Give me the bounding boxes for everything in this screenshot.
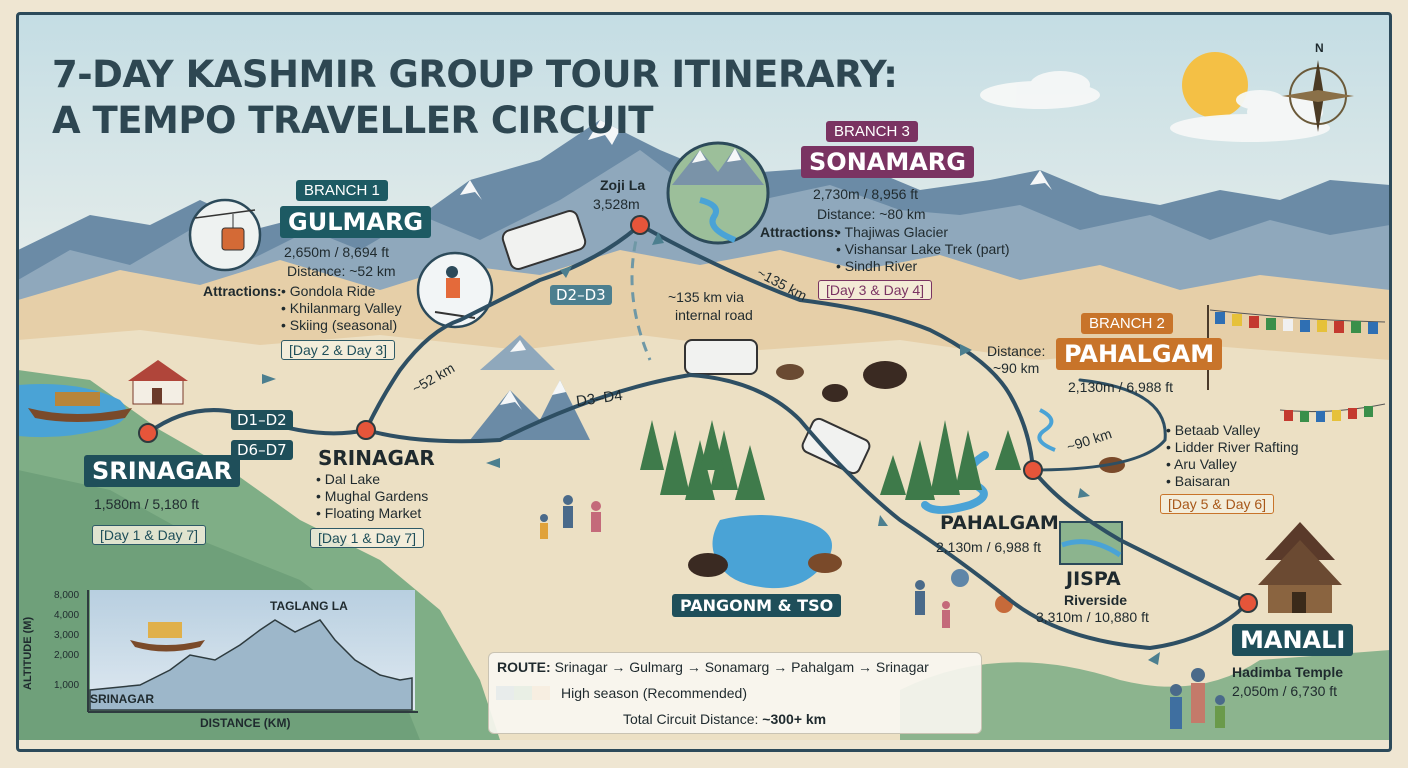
srinagar-hub-attractions: Dal Lake Mughal Gardens Floating Market xyxy=(316,471,429,522)
srinagar-attraction-1: Dal Lake xyxy=(316,471,428,488)
route-label-d6-d7: D6–D7 xyxy=(231,440,293,460)
pahalgam-name[interactable]: PAHALGAM xyxy=(940,512,1059,534)
sonamarg-attraction-2: Vishansar Lake Trek (part) xyxy=(836,241,1010,258)
srinagar-attraction-3: Floating Market xyxy=(316,505,428,522)
gulmarg-attraction-1: Gondola Ride xyxy=(281,283,402,300)
srinagar-start-name[interactable]: SRINAGAR xyxy=(84,455,241,487)
pahalgam-attraction-3: Aru Valley xyxy=(1166,456,1299,473)
legend-route-label: ROUTE: xyxy=(497,659,551,675)
pangong-lake-water xyxy=(712,515,832,589)
title-line-2: A TEMPO TRAVELLER CIRCUIT xyxy=(52,99,653,142)
legend-season: High season (Recommended) xyxy=(561,685,747,701)
altitude-ytick-5: 1,000 xyxy=(54,680,80,691)
shikara-boat xyxy=(28,408,132,422)
sun-icon xyxy=(1182,52,1248,118)
pahalgam-branch-tag: BRANCH 2 xyxy=(1081,313,1173,334)
legend-total-label: Total Circuit Distance: xyxy=(623,711,759,727)
route-label-d2-d3: D2–D3 xyxy=(550,285,612,305)
altitude-ytick-2: 4,000 xyxy=(54,610,80,621)
gulmarg-attraction-3: Skiing (seasonal) xyxy=(281,317,402,334)
route-label-135km-road: ~135 km via xyxy=(668,289,744,305)
page-title: 7-DAY KASHMIR GROUP TOUR ITINERARY: A TE… xyxy=(52,52,898,144)
altitude-ytick-1: 8,000 xyxy=(54,590,80,601)
altitude-ylabel: ALTITUDE (M) xyxy=(22,616,34,690)
srinagar-hub-name[interactable]: SRINAGAR xyxy=(318,446,435,470)
sonamarg-days: [Day 3 & Day 4] xyxy=(818,280,933,300)
gulmarg-elevation: 2,650m / 8,694 ft xyxy=(284,244,390,260)
altitude-chart xyxy=(87,590,418,713)
sonamarg-branch-tag: BRANCH 3 xyxy=(826,121,918,142)
altitude-ytick-3: 3,000 xyxy=(54,630,80,641)
pahalgam-distance-value: ~90 km xyxy=(993,360,1040,376)
pahalgam-attraction-2: Lidder River Rafting xyxy=(1166,439,1299,456)
gulmarg-days: [Day 2 & Day 3] xyxy=(281,340,396,360)
sonamarg-attraction-1: Thajiwas Glacier xyxy=(836,224,1010,241)
sonamarg-glacier-inset xyxy=(666,141,770,245)
sonamarg-attractions: Thajiwas Glacier Vishansar Lake Trek (pa… xyxy=(836,224,1010,275)
altitude-start-label: SRINAGAR xyxy=(90,692,155,706)
pahalgam-attraction-4: Baisaran xyxy=(1166,473,1299,490)
internal-road xyxy=(630,224,652,361)
pahalgam-manali-road xyxy=(1031,468,1250,605)
altitude-peak-label: TAGLANG LA xyxy=(270,599,348,613)
altitude-xlabel: DISTANCE (KM) xyxy=(200,716,291,730)
manali-elevation: 2,050m / 6,730 ft xyxy=(1232,683,1338,699)
gulmarg-attractions: Gondola Ride Khilanmarg Valley Skiing (s… xyxy=(281,283,402,334)
legend-total-value: ~300+ km xyxy=(762,711,827,727)
gulmarg-name[interactable]: GULMARG xyxy=(280,206,432,238)
tempo-traveller-icon xyxy=(501,210,1013,613)
pahalgam-branch-elevation: 2,130m / 6,988 ft xyxy=(1068,379,1174,395)
pahalgam-branch-name[interactable]: PAHALGAM xyxy=(1056,338,1223,370)
srinagar-start-days: [Day 1 & Day 7] xyxy=(92,525,207,545)
temple-icon xyxy=(1258,522,1342,613)
altitude-profile xyxy=(89,619,413,711)
manali-sub: Hadimba Temple xyxy=(1232,664,1343,680)
srinagar-hub-days: [Day 1 & Day 7] xyxy=(310,528,425,548)
zoji-la-elevation: 3,528m xyxy=(593,196,640,212)
main-route-road xyxy=(146,372,1250,651)
gulmarg-distance: Distance: ~52 km xyxy=(287,263,396,279)
pahalgam-distance-label: Distance: xyxy=(987,343,1046,359)
gulmarg-attractions-label: Attractions: xyxy=(203,283,282,299)
srinagar-start-elevation: 1,580m / 5,180 ft xyxy=(94,496,200,512)
jispa-sub: Riverside xyxy=(1064,592,1128,608)
house-icon xyxy=(128,360,188,405)
srinagar-attraction-2: Mughal Gardens xyxy=(316,488,429,505)
zoji-la-name[interactable]: Zoji La xyxy=(600,177,646,193)
title-line-1: 7-DAY KASHMIR GROUP TOUR ITINERARY: xyxy=(52,53,898,96)
compass-north-label: N xyxy=(1315,41,1324,55)
pahalgam-elevation: 2,130m / 6,988 ft xyxy=(936,539,1042,555)
route-label-d1-d2: D1–D2 xyxy=(231,410,293,430)
jispa-elevation: 3,310m / 10,880 ft xyxy=(1036,609,1149,625)
pahalgam-days: [Day 5 & Day 6] xyxy=(1160,494,1275,514)
sonamarg-name[interactable]: SONAMARG xyxy=(801,146,974,178)
sonamarg-distance: Distance: ~80 km xyxy=(817,206,926,222)
sonamarg-elevation: 2,730m / 8,956 ft xyxy=(813,186,919,202)
route-legend: ROUTE: Srinagar → Gulmarg → Sonamarg → P… xyxy=(488,652,982,734)
pahalgam-attraction-1: Betaab Valley xyxy=(1166,422,1299,439)
pahalgam-attractions: Betaab Valley Lidder River Rafting Aru V… xyxy=(1166,422,1299,490)
skier-inset xyxy=(416,251,494,329)
manali-name[interactable]: MANALI xyxy=(1232,624,1354,656)
jispa-name[interactable]: JISPA xyxy=(1066,568,1121,590)
gulmarg-attraction-2: Khilanmarg Valley xyxy=(281,300,402,317)
sonamarg-attractions-label: Attractions: xyxy=(760,224,839,240)
route-label-internal-road: internal road xyxy=(675,307,753,323)
sonamarg-attraction-3: Sindh River xyxy=(836,258,1010,275)
pangong-name[interactable]: PANGONM & TSO xyxy=(672,594,842,617)
sonamarg-road xyxy=(638,223,1035,472)
gulmarg-road xyxy=(364,223,642,432)
gulmarg-branch-tag: BRANCH 1 xyxy=(296,180,388,201)
gondola-inset xyxy=(188,198,262,272)
altitude-ytick-4: 2,000 xyxy=(54,650,80,661)
compass-rose-icon xyxy=(1282,60,1354,132)
legend-route: Srinagar → Gulmarg → Sonamarg → Pahalgam… xyxy=(554,659,929,675)
